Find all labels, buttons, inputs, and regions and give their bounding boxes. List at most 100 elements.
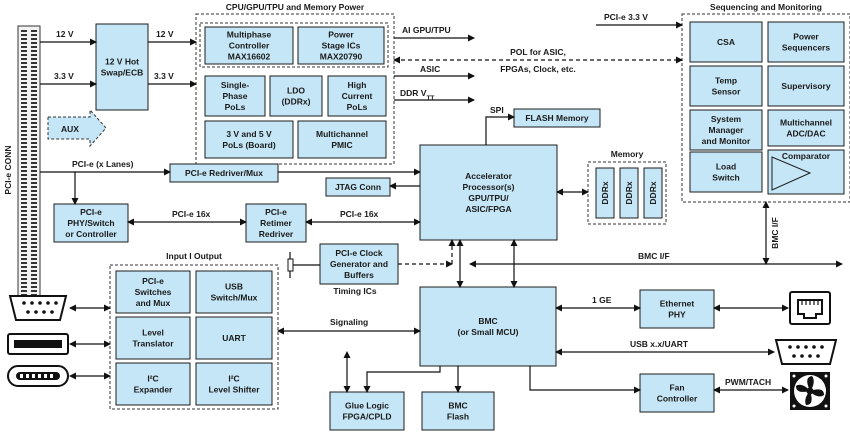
sysmgr-line-1: Manager [709, 125, 745, 135]
label-pcie-33v: PCI-e 3.3 V [604, 12, 648, 22]
accel-line-3: ASIC/FPGA [465, 204, 511, 214]
singlephase-line-2: PoLs [225, 102, 246, 112]
label-1ge: 1 GE [592, 295, 612, 305]
label-pol: POL for ASIC, [510, 47, 566, 57]
bmcflash-line-0: BMC [448, 401, 467, 411]
csa-block: CSA [689, 21, 763, 63]
label-pcie-16x-b: PCI-e 16x [340, 209, 379, 219]
label-33v-out: 3.3 V [154, 71, 174, 81]
sequencing-group-title: Sequencing and Monitoring [710, 2, 822, 12]
serial-port-icon-right [774, 339, 838, 365]
flash-line-0: FLASH Memory [525, 113, 589, 123]
ethernet-port-icon [789, 291, 831, 325]
line-labels: 12 V 3.3 V 12 V 3.3 V AI GPU/TPU PCI-e 3… [54, 12, 780, 387]
glue-line-0: Glue Logic [345, 401, 389, 411]
fan-line-0: Fan [669, 383, 684, 393]
powerstage-line-0: Power [328, 30, 354, 40]
multiphase-line-0: Multiphase [227, 30, 272, 40]
cpu-power-group [195, 13, 395, 165]
clockgen-line-0: PCI-e Clock [335, 248, 383, 258]
pcie-connector: PCI-e CONN [3, 25, 41, 315]
phy-line-1: PHY/Switch [67, 218, 114, 228]
timing-ics-label: Timing ICs [333, 286, 377, 296]
highcurrent-line-1: Current [342, 91, 373, 101]
label-pcie-lanes: PCI-e (x Lanes) [72, 159, 134, 169]
ldo-line-0: LDO [287, 86, 305, 96]
pcieswitch-line-1: Switches [135, 287, 172, 297]
label-spi: SPI [490, 105, 504, 115]
powerseq-line-0: Power [793, 32, 819, 42]
i2cexp-line-0: I²C [147, 374, 158, 384]
uart-line-0: UART [222, 333, 246, 343]
retimer-line-0: PCI-e [265, 207, 287, 217]
retimer-line-2: Redriver [259, 229, 294, 239]
usbswitch-line-0: USB [225, 282, 243, 292]
multiphase-subgroup [199, 22, 389, 68]
label-asic: ASIC [420, 64, 440, 74]
redrivermux-line-0: PCI-e Redriver/Mux [185, 168, 263, 178]
label-signaling: Signaling [330, 317, 368, 327]
label-12v-in: 12 V [56, 29, 74, 39]
hotswap-line-0: 12 V Hot [105, 57, 139, 67]
supervisory-block: Supervisory [767, 65, 845, 107]
loadswitch-line-1: Switch [712, 173, 739, 183]
label-bmc-if: BMC I/F [638, 251, 670, 261]
aux-arrow: AUX [47, 108, 107, 148]
singlephase-line-1: Phase [222, 91, 247, 101]
label-usb-uart: USB x.x/UART [630, 339, 689, 349]
i2cshift-line-1: Level Shifter [208, 385, 260, 395]
powerstage-line-2: MAX20790 [320, 52, 363, 62]
pmic-line-1: PMIC [331, 140, 352, 150]
level-line-1: Translator [132, 339, 174, 349]
bmc-line-1: (or Small MCU) [458, 327, 519, 337]
pmic-line-0: Multichannel [316, 129, 368, 139]
ldo-line-1: (DDRx) [282, 97, 311, 107]
comparator-label: Comparator [782, 151, 831, 161]
uart-block: UART [195, 316, 273, 360]
sysmgr-line-0: System [711, 114, 742, 124]
comparator: Comparator [767, 149, 845, 195]
ddr-module-0: DDRx [595, 167, 615, 219]
adcdac-line-1: ADC/DAC [786, 129, 825, 139]
highcurrent-line-2: PoLs [347, 102, 368, 112]
jtag-block: JTAG Conn [325, 177, 391, 197]
ldo-block: LDO(DDRx) [269, 75, 323, 117]
ddr-module-1: DDRx [619, 167, 639, 219]
csa-line-0: CSA [717, 37, 735, 47]
pcie-conn-label: PCI-e CONN [3, 145, 13, 194]
multiphase-line-1: Controller [229, 41, 270, 51]
sysmgr-line-2: and Monitor [702, 136, 751, 146]
tempsensor-line-1: Sensor [712, 87, 742, 97]
powerseq-line-1: Sequencers [782, 43, 830, 53]
ddr-module-label: DDRx [648, 181, 658, 204]
memory-group-title: Memory [611, 149, 644, 159]
flash-block: FLASH Memory [513, 108, 601, 128]
glue-line-1: FPGA/CPLD [342, 412, 391, 422]
label-bmc-if-vertical: BMC I/F [770, 217, 780, 249]
clockgen-line-2: Buffers [344, 270, 374, 280]
label-pcie-16x-a: PCI-e 16x [172, 209, 211, 219]
accel-line-2: GPU/TPU/ [468, 193, 509, 203]
connections [40, 21, 843, 394]
ethphy-line-0: Ethernet [660, 299, 695, 309]
label-pol-2: FPGAs, Clock, etc. [500, 64, 576, 74]
ethphy-line-1: PHY [668, 310, 686, 320]
accel-line-1: Processor(s) [463, 182, 515, 192]
